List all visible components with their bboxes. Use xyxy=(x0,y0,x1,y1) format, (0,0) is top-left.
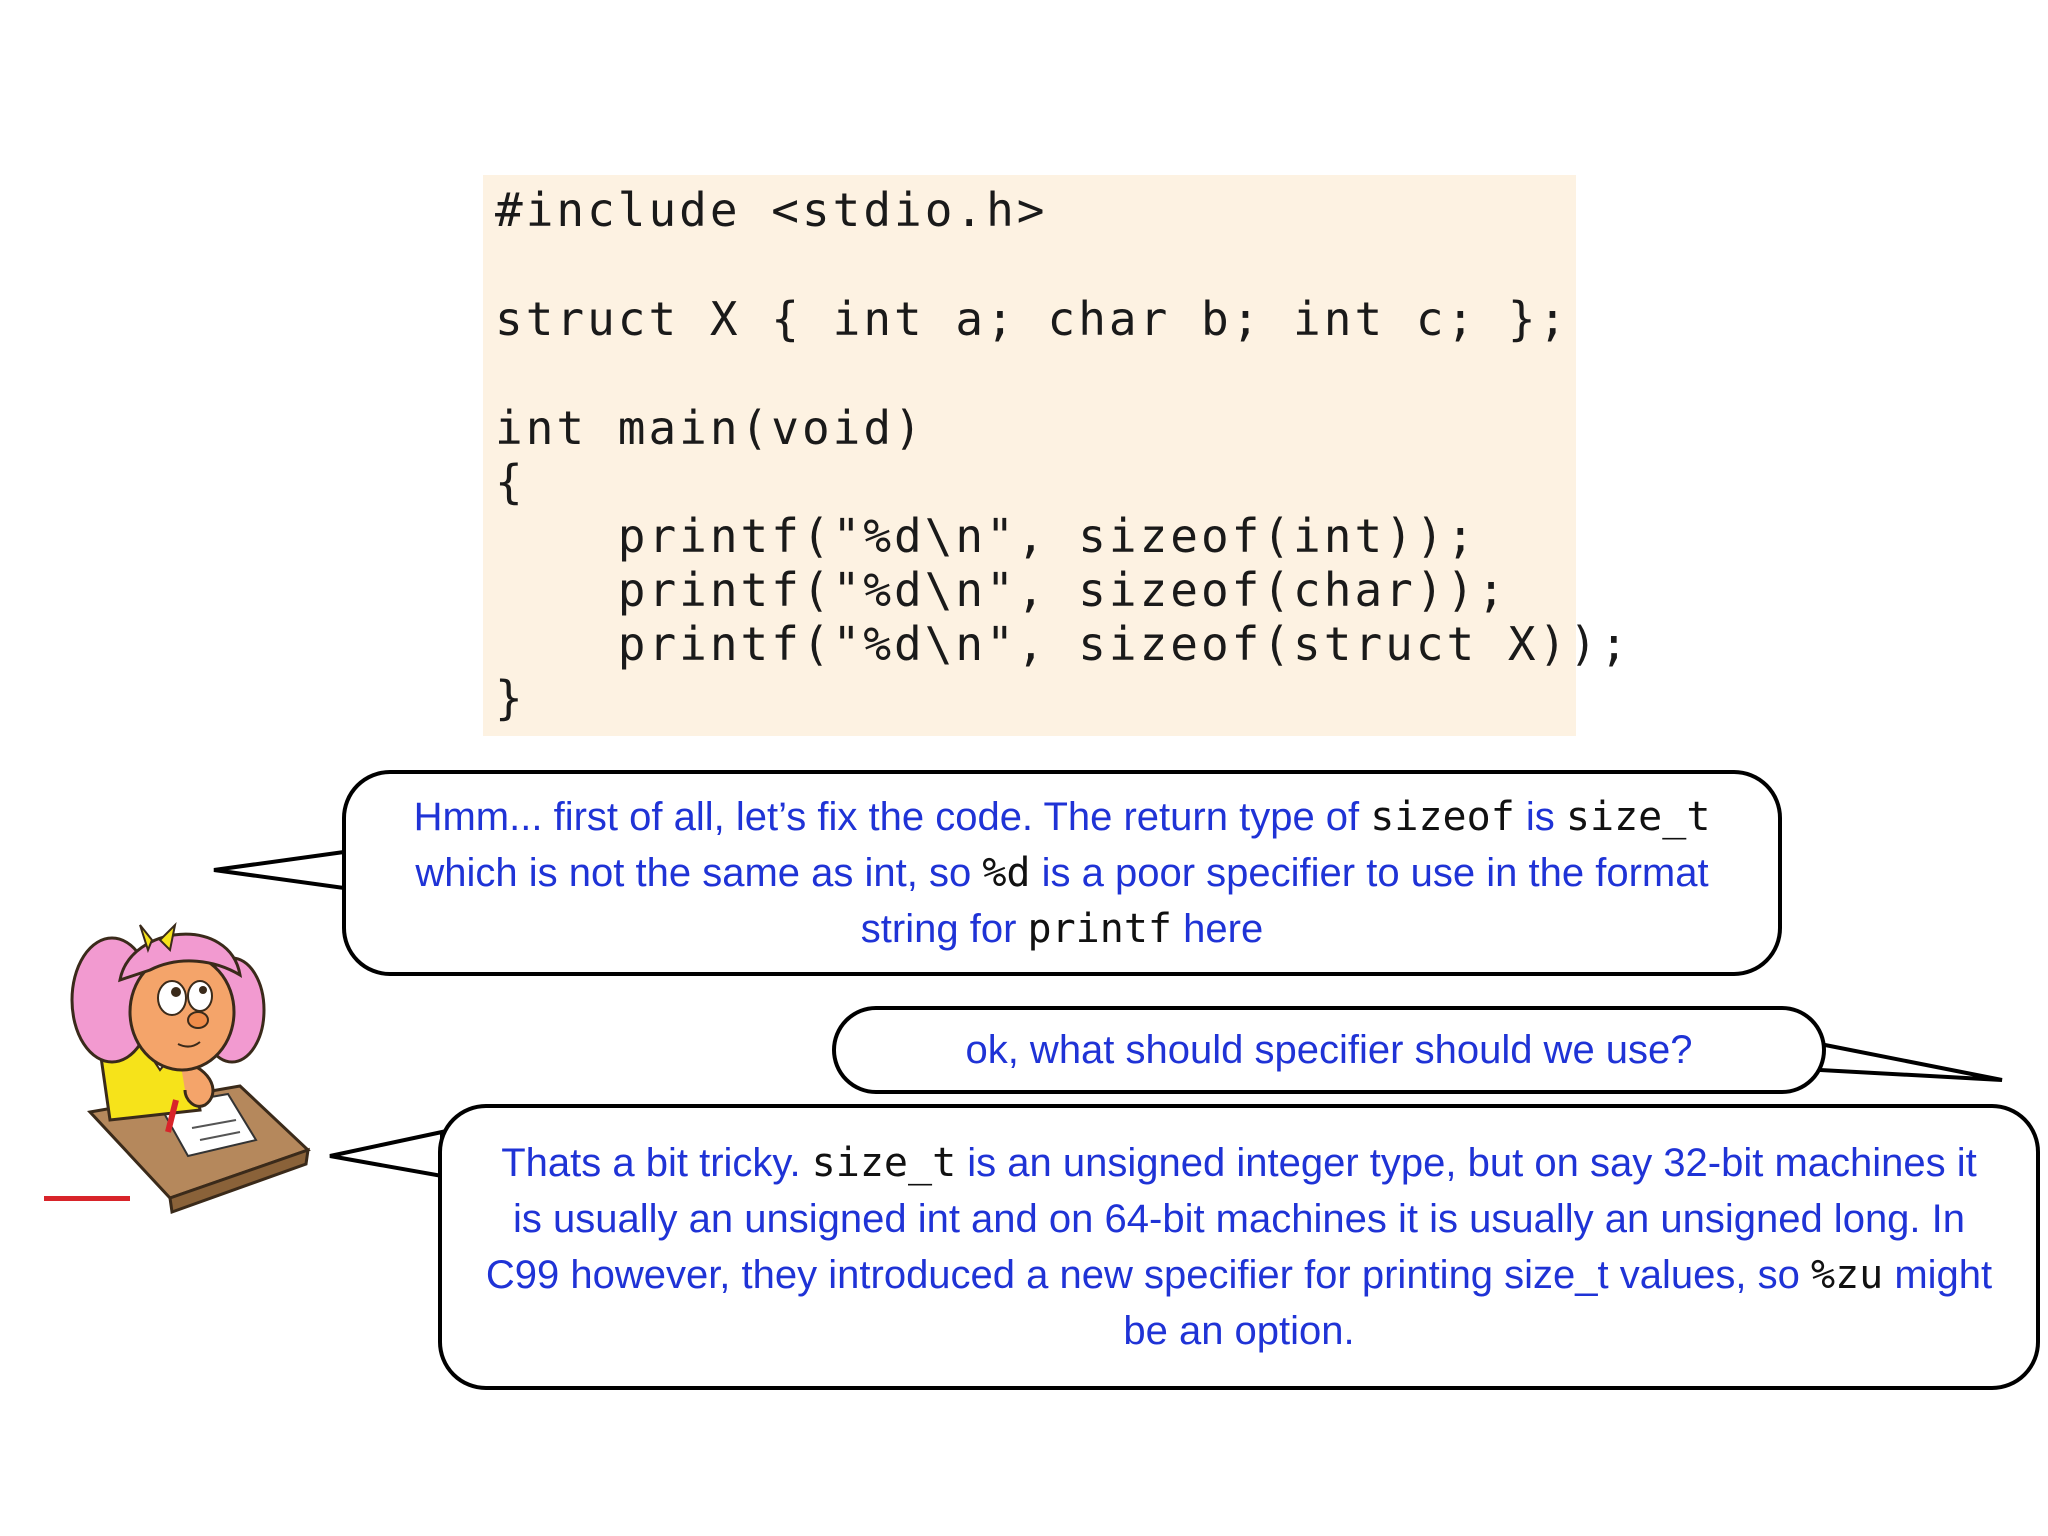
inline-code: sizeof xyxy=(1370,794,1515,840)
speech-bubble-explanation: Hmm... first of all, let’s fix the code.… xyxy=(342,770,1782,976)
code-line: int main(void) xyxy=(495,401,925,455)
bubble-text-segment: is a poor specifier to use in the format… xyxy=(860,851,1709,951)
bubble-text-segment: Hmm... first of all, let’s fix the code.… xyxy=(413,795,1371,839)
inline-code: %d xyxy=(982,850,1031,896)
inline-code: size_t xyxy=(1565,794,1711,840)
bubble-text-segment: is an unsigned integer type, but on say … xyxy=(485,1141,1977,1297)
girl-writing-illustration xyxy=(44,921,311,1215)
bubble-text: ok, what should specifier should we use? xyxy=(965,1028,1693,1072)
bubble-text: Thats a bit tricky. size_t is an unsigne… xyxy=(482,1135,1996,1359)
code-line: printf("%d\n", sizeof(char)); xyxy=(495,563,1508,617)
inline-code: %zu xyxy=(1810,1252,1884,1298)
speech-bubble-question: ok, what should specifier should we use? xyxy=(832,1006,1826,1094)
bubble-tail-left-lower xyxy=(329,1129,444,1179)
code-line: printf("%d\n", sizeof(int)); xyxy=(495,509,1478,563)
inline-code: printf xyxy=(1027,906,1173,952)
code-block: #include <stdio.h> struct X { int a; cha… xyxy=(483,175,1628,736)
code-line: struct X { int a; char b; int c; }; xyxy=(495,292,1570,346)
bubble-text-segment: might be an option. xyxy=(1123,1253,1993,1353)
bubble-text-segment: which is not the same as int, so xyxy=(415,851,983,895)
code-line: } xyxy=(495,671,526,725)
bubble-tail-right xyxy=(1818,1041,2003,1082)
code-line: { xyxy=(495,455,526,509)
bubble-tail-left xyxy=(213,849,346,891)
bubble-text-segment: here xyxy=(1172,907,1264,951)
inline-code: size_t xyxy=(811,1140,957,1186)
speech-bubble-answer: Thats a bit tricky. size_t is an unsigne… xyxy=(438,1104,2040,1390)
code-line: #include <stdio.h> xyxy=(495,183,1048,237)
bubble-text-segment: Thats a bit tricky. xyxy=(501,1141,812,1185)
bubble-text: Hmm... first of all, let’s fix the code.… xyxy=(364,789,1760,957)
bubble-text-segment: is xyxy=(1514,795,1566,839)
